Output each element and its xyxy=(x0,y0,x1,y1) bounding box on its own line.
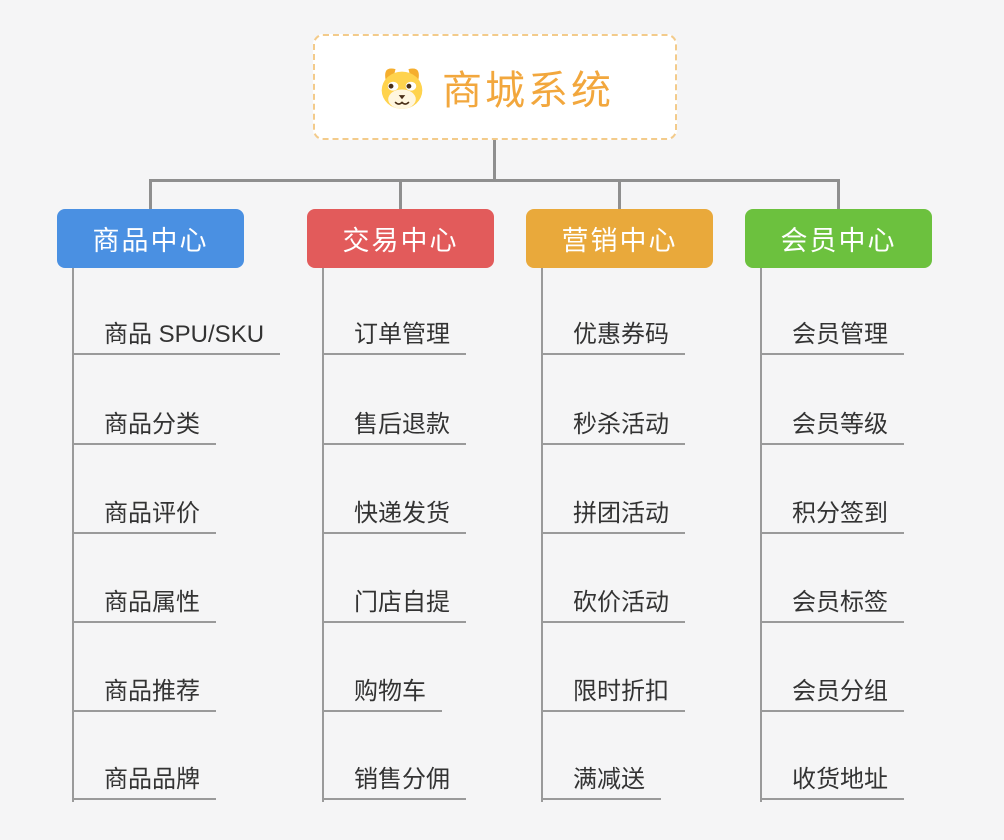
leaf-node[interactable]: 积分签到 xyxy=(760,496,904,534)
leaf-node[interactable]: 商品属性 xyxy=(72,585,216,623)
branch-node-trade[interactable]: 交易中心 xyxy=(307,209,494,268)
leaf-node[interactable]: 快递发货 xyxy=(322,496,466,534)
root-title: 商城系统 xyxy=(442,69,614,113)
dog-logo-icon xyxy=(381,68,423,109)
leaf-node[interactable]: 订单管理 xyxy=(322,317,466,355)
leaf-node[interactable]: 商品评价 xyxy=(72,496,216,534)
branch-node-products[interactable]: 商品中心 xyxy=(57,209,244,268)
connector-line xyxy=(541,268,543,802)
leaf-node[interactable]: 拼团活动 xyxy=(541,496,685,534)
leaf-node[interactable]: 砍价活动 xyxy=(541,585,685,623)
connector-line xyxy=(149,179,840,182)
connector-line xyxy=(760,268,762,802)
leaf-node[interactable]: 商品分类 xyxy=(72,407,216,445)
leaf-node[interactable]: 门店自提 xyxy=(322,585,466,623)
leaf-node[interactable]: 商品推荐 xyxy=(72,674,216,712)
branch-node-marketing[interactable]: 营销中心 xyxy=(526,209,713,268)
connector-line xyxy=(322,268,324,802)
leaf-node[interactable]: 秒杀活动 xyxy=(541,407,685,445)
leaf-node[interactable]: 收货地址 xyxy=(760,762,904,800)
leaf-node[interactable]: 会员等级 xyxy=(760,407,904,445)
leaf-node[interactable]: 售后退款 xyxy=(322,407,466,445)
connector-line xyxy=(493,140,496,180)
connector-line xyxy=(837,179,840,210)
leaf-node[interactable]: 商品品牌 xyxy=(72,762,216,800)
connector-line xyxy=(149,179,152,210)
leaf-node[interactable]: 满减送 xyxy=(541,762,661,800)
root-node[interactable]: 商城系统 xyxy=(313,34,677,140)
leaf-node[interactable]: 会员管理 xyxy=(760,317,904,355)
branch-node-members[interactable]: 会员中心 xyxy=(745,209,932,268)
connector-line xyxy=(399,179,402,210)
leaf-node[interactable]: 购物车 xyxy=(322,674,442,712)
leaf-node[interactable]: 会员标签 xyxy=(760,585,904,623)
leaf-node[interactable]: 限时折扣 xyxy=(541,674,685,712)
leaf-node[interactable]: 优惠券码 xyxy=(541,317,685,355)
connector-line xyxy=(618,179,621,210)
leaf-node[interactable]: 会员分组 xyxy=(760,674,904,712)
leaf-node[interactable]: 商品 SPU/SKU xyxy=(72,317,281,355)
leaf-node[interactable]: 销售分佣 xyxy=(322,762,466,800)
connector-line xyxy=(72,268,74,802)
